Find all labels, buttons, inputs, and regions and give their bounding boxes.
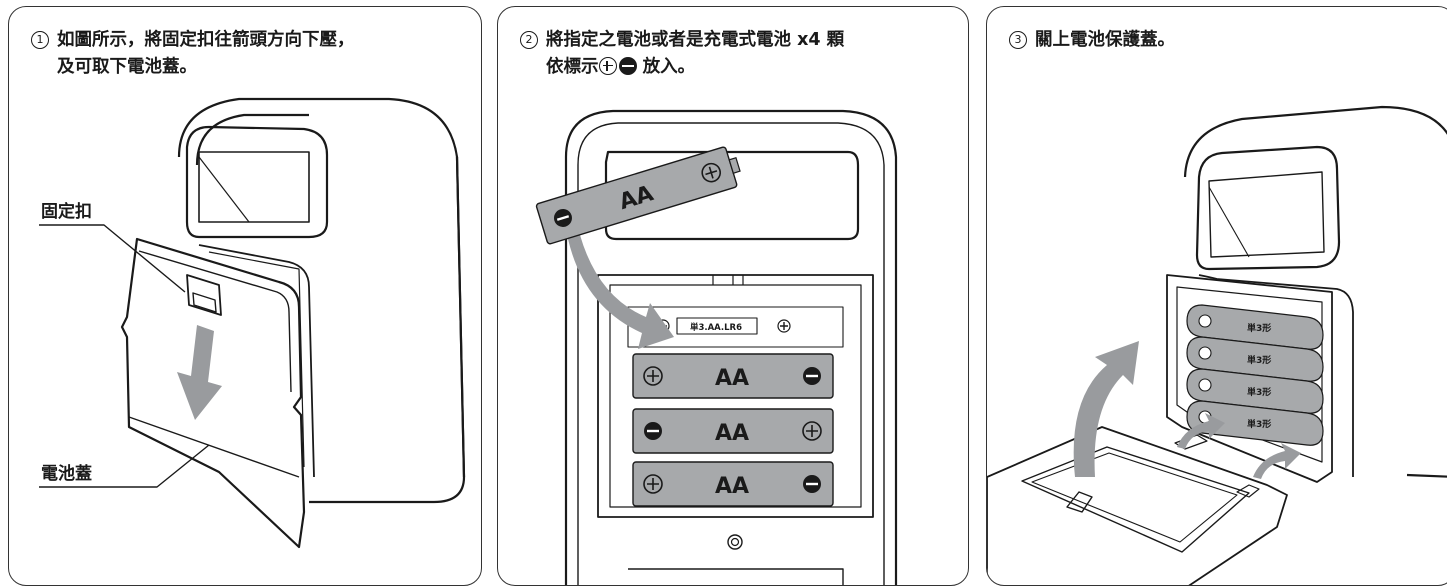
battery-lid xyxy=(987,426,1288,585)
step-1-illustration xyxy=(39,97,466,549)
installed-batteries: 単3形 単3形 単3形 単3形 xyxy=(1186,304,1324,446)
step-2-number: 2 xyxy=(520,31,538,49)
insert-arrow xyxy=(568,235,674,349)
step-2-panel: 2 將指定之電池或者是充電式電池 x4 顆 依標示 放入。 単3.AA.LR6 xyxy=(497,6,969,586)
battery-label: AA xyxy=(715,366,749,391)
installed-battery-2: AA xyxy=(632,408,834,454)
step-2-line-2: 依標示 放入。 xyxy=(520,54,844,81)
step-3-number: 3 xyxy=(1009,31,1027,49)
battery-marking: 単3形 xyxy=(1247,418,1271,430)
battery-label: AA xyxy=(715,474,749,499)
step-3-panel: 3 關上電池保護蓋。 単3形 xyxy=(986,6,1447,586)
battery-compartment xyxy=(597,274,874,518)
fixing-clip-label: 固定扣 xyxy=(41,202,92,222)
battery-compartment xyxy=(1166,274,1333,483)
step-2-line-2-suffix: 放入。 xyxy=(642,57,696,77)
fixing-clip xyxy=(186,274,222,316)
step-2-line-2-prefix: 依標示 xyxy=(546,57,599,77)
plus-icon xyxy=(598,57,617,75)
compartment-label: 単3.AA.LR6 xyxy=(690,322,742,333)
step-3-illustration: 単3形 単3形 単3形 単3形 xyxy=(987,105,1447,585)
installed-battery-1: AA xyxy=(632,353,834,399)
step-2-line-1: 將指定之電池或者是充電式電池 x4 顆 xyxy=(546,30,845,50)
device-front xyxy=(564,109,898,585)
step-1-panel: 1 如圖所示，將固定扣往箭頭方向下壓， 及可取下電池蓋。 xyxy=(8,6,482,586)
step-1-instruction: 1 如圖所示，將固定扣往箭頭方向下壓， 及可取下電池蓋。 xyxy=(31,27,355,81)
device-window xyxy=(604,150,860,241)
step-1-number: 1 xyxy=(31,31,49,49)
battery-marking: 単3形 xyxy=(1247,354,1271,366)
minus-icon xyxy=(618,57,637,75)
hinge-arrow xyxy=(1253,443,1301,479)
step-3-instruction: 3 關上電池保護蓋。 xyxy=(1009,27,1175,54)
battery-cover-label: 電池蓋 xyxy=(41,464,92,484)
device-body xyxy=(1183,105,1447,478)
device-body xyxy=(177,97,466,504)
battery-marking: 単3形 xyxy=(1247,322,1271,334)
hinge-arrow xyxy=(1177,413,1225,449)
step-3-line-1: 關上電池保護蓋。 xyxy=(1035,30,1175,50)
press-down-arrow xyxy=(177,325,222,420)
battery-label: AA xyxy=(715,421,749,446)
battery-marking: 単3形 xyxy=(1247,386,1271,398)
floating-battery: AA xyxy=(535,146,741,245)
installed-battery-3: AA xyxy=(632,461,834,507)
step-1-line-2: 及可取下電池蓋。 xyxy=(57,57,197,77)
step-1-line-1: 如圖所示，將固定扣往箭頭方向下壓， xyxy=(57,30,355,50)
step-2-illustration: 単3.AA.LR6 AA AA AA xyxy=(535,109,898,585)
close-lid-arrow xyxy=(1073,341,1139,477)
device-window xyxy=(1195,145,1341,271)
step-2-instruction: 2 將指定之電池或者是充電式電池 x4 顆 依標示 放入。 xyxy=(520,27,844,81)
device-window xyxy=(185,125,329,239)
